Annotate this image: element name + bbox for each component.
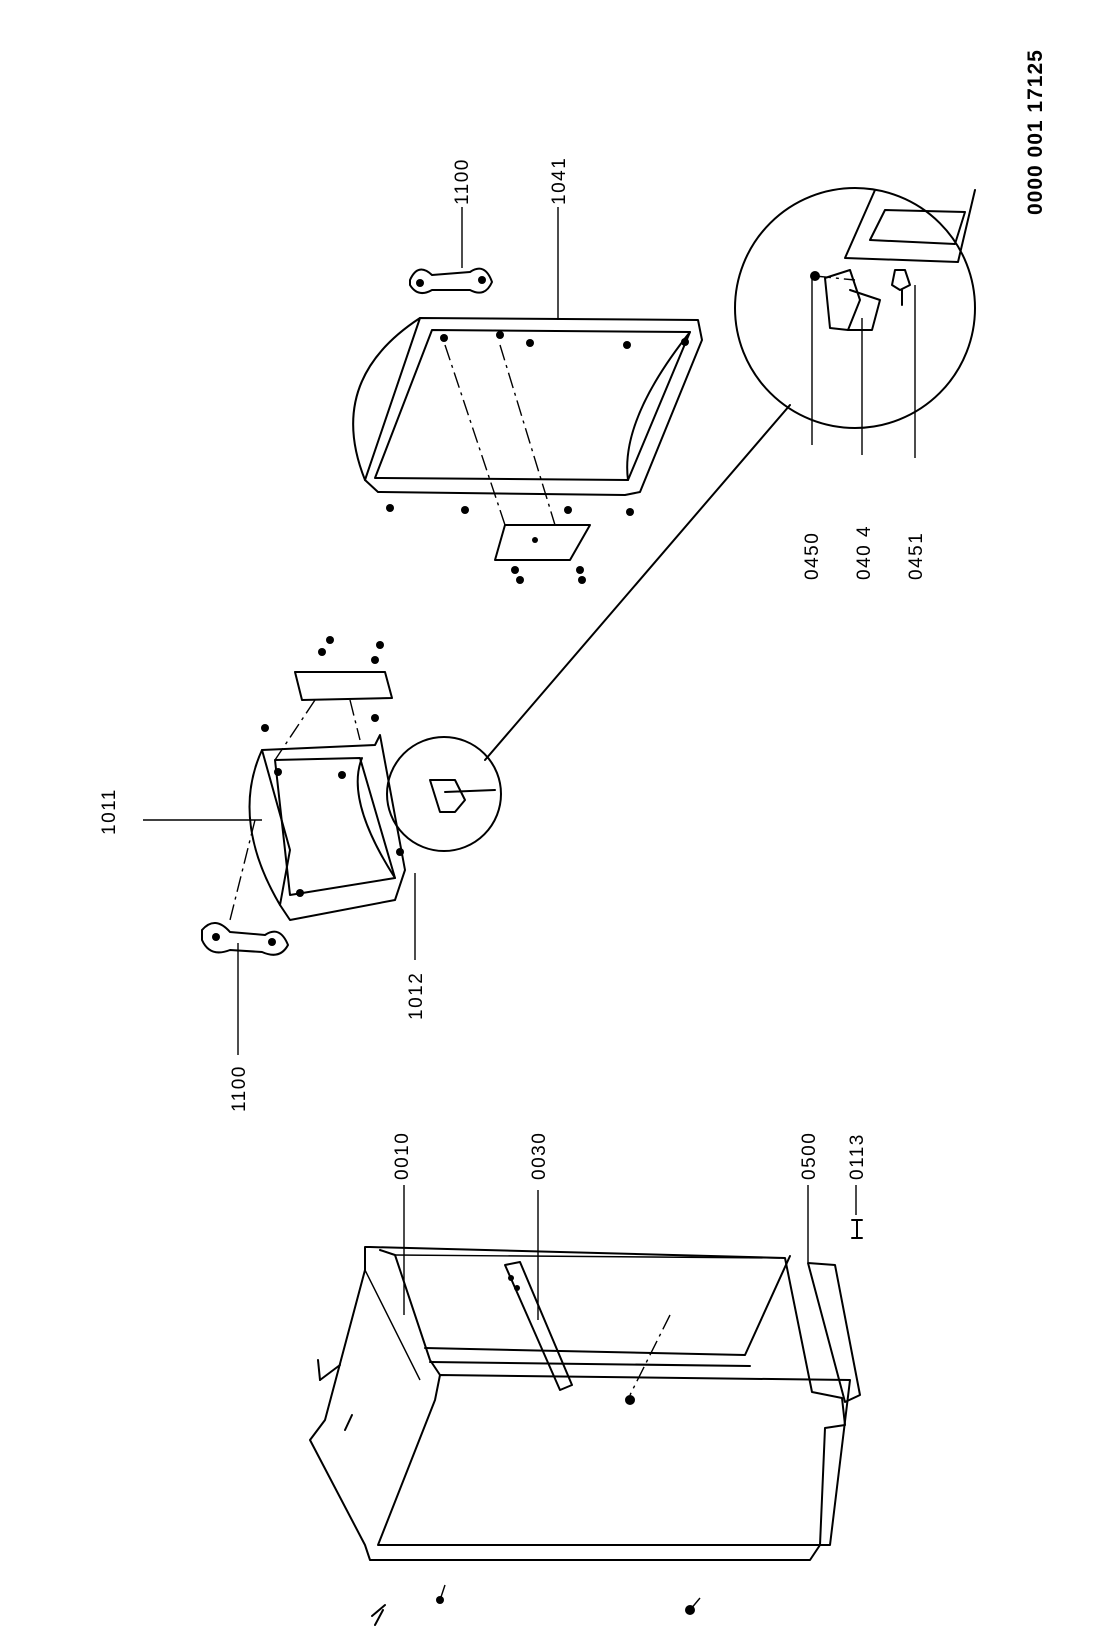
rail-hole [514,1285,520,1291]
middle-frame-arc-inner [356,757,396,879]
detail-pin-0451 [891,269,911,306]
detail-magnification [484,187,976,761]
cabinet-rail-0030 [504,1261,573,1391]
cabinet-interior-wall [424,1255,791,1367]
middle-frame-inner [274,757,396,896]
middle-hinge-plate [294,671,393,701]
label-1011: 1011 [99,788,120,835]
label-1012: 1012 [406,972,427,1020]
right-frame-outline [364,317,703,496]
middle-screws [261,636,404,897]
right-hinge-plate [494,524,591,561]
label-1100-right: 1100 [452,158,473,205]
part-labels: 1100 1041 1011 1100 1012 0010 0030 0500 … [99,49,1047,1180]
middle-frame-assembly [201,636,502,956]
handle-pin [212,933,220,941]
document-number: 0000 001 17125 [1024,49,1047,215]
screw-shaft [689,1597,701,1611]
middle-detail-circle [386,736,502,852]
cabinet-front-panel [377,1374,851,1546]
detail-door-corner [844,189,976,263]
right-handle-1100 [409,267,493,295]
mounting-arrows [317,1359,386,1617]
leader-lines [143,207,916,1320]
handle-pin [416,279,424,287]
right-frame-assembly [352,267,703,584]
label-0450: 0450 [802,532,823,580]
screw [625,1395,635,1405]
cabinet-inner-edge [364,1254,781,1381]
mounting-arrows [319,1364,384,1626]
label-0500: 0500 [799,1132,820,1180]
right-frame-arc [352,317,421,481]
cabinet-assembly [309,1219,863,1626]
detail-bracket-face [847,289,881,331]
label-0451: 0451 [906,532,927,580]
rail-hole [508,1275,514,1281]
label-1100-left: 1100 [229,1065,250,1112]
screw-shaft [439,1584,446,1601]
centerline [814,275,856,281]
middle-handle-1100 [201,922,289,956]
centerline [629,1314,671,1396]
part-0113-pin [851,1219,863,1239]
centerline [274,699,361,761]
cabinet-bottom-strip [807,1262,861,1403]
centerline [444,344,556,526]
detail-connector-line [484,404,791,761]
label-0030: 0030 [529,1132,550,1180]
centerline [229,819,256,921]
label-0404: 040 4 [854,525,875,580]
detail-bracket [824,269,861,331]
handle-pin [478,276,486,284]
large-detail-circle [734,187,976,429]
handle-pin [268,938,276,946]
label-0113: 0113 [847,1133,868,1180]
right-screws [386,331,689,584]
detail-door-inner [869,209,966,245]
middle-detail-hinge [429,779,496,813]
cabinet-inner-back [379,1249,441,1376]
label-0010: 0010 [392,1132,413,1180]
middle-frame-arc [248,749,281,906]
label-1041: 1041 [549,157,570,205]
right-frame-arc-inner [626,331,691,481]
